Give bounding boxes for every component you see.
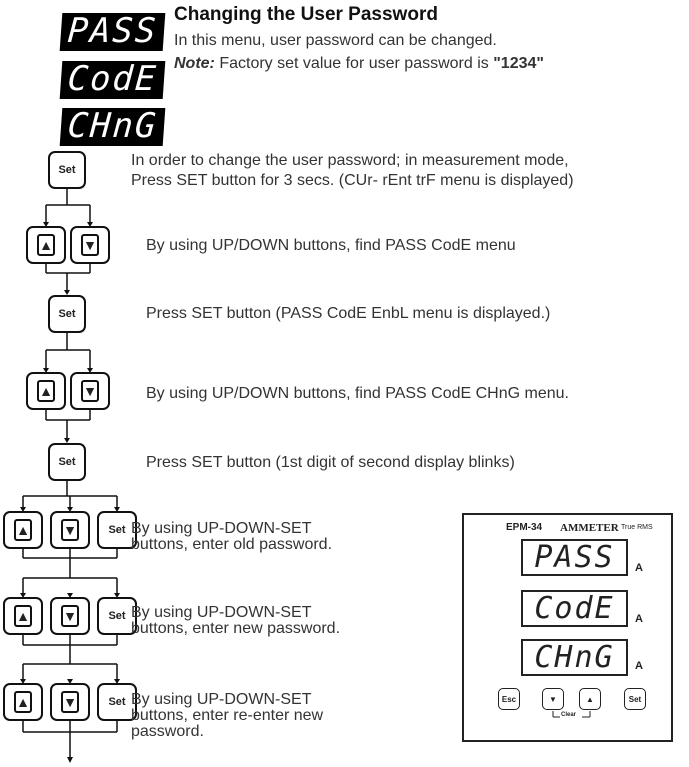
note-label: Note: <box>174 55 215 72</box>
down-button-step2[interactable]: ▼ <box>70 226 110 264</box>
step-1-line-2: Press SET button for 3 secs. (CUr- rEnt … <box>131 172 574 189</box>
step-2-text: By using UP/DOWN buttons, find PASS CodE… <box>146 237 516 254</box>
set-button-step8[interactable]: Set <box>97 683 137 721</box>
up-arrow-icon: ▲ <box>14 605 32 627</box>
up-arrow-icon: ▲ <box>37 380 55 402</box>
step-7-text: By using UP-DOWN-SET buttons, enter new … <box>131 604 341 637</box>
device-front-panel: EPM-34 AMMETER True RMS PASS A CodE A CH… <box>462 513 673 742</box>
up-button-step8[interactable]: ▲ <box>3 683 43 721</box>
up-arrow-icon: ▲ <box>14 519 32 541</box>
device-set-button[interactable]: Set <box>624 688 646 710</box>
intro-text: In this menu, user password can be chang… <box>174 32 497 49</box>
down-arrow-icon: ▼ <box>81 234 99 256</box>
down-button-step4[interactable]: ▼ <box>70 372 110 410</box>
up-arrow-icon: ▲ <box>586 694 594 704</box>
up-button-step2[interactable]: ▲ <box>26 226 66 264</box>
up-arrow-icon: ▲ <box>37 234 55 256</box>
up-button-step4[interactable]: ▲ <box>26 372 66 410</box>
set-button-step1[interactable]: Set <box>48 151 86 189</box>
device-unit-bottom: A <box>635 660 643 672</box>
page-title: Changing the User Password <box>174 4 438 25</box>
device-unit-middle: A <box>635 613 643 625</box>
step-1-line-1: In order to change the user password; in… <box>131 152 569 169</box>
step-3-text: Press SET button (PASS CodE EnbL menu is… <box>146 305 551 322</box>
device-header: EPM-34 AMMETER True RMS <box>464 522 671 536</box>
device-up-button[interactable]: ▲ <box>579 688 601 710</box>
clear-label: Clear <box>561 712 577 718</box>
device-down-button[interactable]: ▼ <box>542 688 564 710</box>
down-button-step7[interactable]: ▼ <box>50 597 90 635</box>
clear-bracket <box>552 711 591 718</box>
down-arrow-icon: ▼ <box>61 605 79 627</box>
set-button-step5[interactable]: Set <box>48 443 86 481</box>
note-text: Factory set value for user password is <box>214 55 494 72</box>
device-esc-button[interactable]: Esc <box>498 688 520 710</box>
down-button-step6[interactable]: ▼ <box>50 511 90 549</box>
step-4-text: By using UP/DOWN buttons, find PASS CodE… <box>146 385 569 402</box>
set-button-step7[interactable]: Set <box>97 597 137 635</box>
device-display-bottom: CHnG <box>521 639 628 676</box>
set-button-step6[interactable]: Set <box>97 511 137 549</box>
up-arrow-icon: ▲ <box>14 691 32 713</box>
down-arrow-icon: ▼ <box>61 691 79 713</box>
step-6-text: By using UP-DOWN-SET buttons, enter old … <box>131 520 333 553</box>
down-arrow-icon: ▼ <box>61 519 79 541</box>
set-button-step3[interactable]: Set <box>48 295 86 333</box>
step-5-text: Press SET button (1st digit of second di… <box>146 454 515 471</box>
up-button-step7[interactable]: ▲ <box>3 597 43 635</box>
note-line: Note: Factory set value for user passwor… <box>174 55 544 73</box>
device-model: EPM-34 <box>506 522 543 533</box>
device-display-top: PASS <box>521 539 628 576</box>
device-rms: True RMS <box>621 524 653 531</box>
device-display-middle: CodE <box>521 590 628 627</box>
up-button-step6[interactable]: ▲ <box>3 511 43 549</box>
down-arrow-icon: ▼ <box>549 694 557 704</box>
step-8-text: By using UP-DOWN-SET buttons, enter re-e… <box>131 691 324 740</box>
device-unit-top: A <box>635 562 643 574</box>
step-1-text: In order to change the user password; in… <box>131 151 574 191</box>
down-arrow-icon: ▼ <box>81 380 99 402</box>
device-type: AMMETER <box>560 522 619 534</box>
note-value: "1234" <box>493 55 544 72</box>
down-button-step8[interactable]: ▼ <box>50 683 90 721</box>
